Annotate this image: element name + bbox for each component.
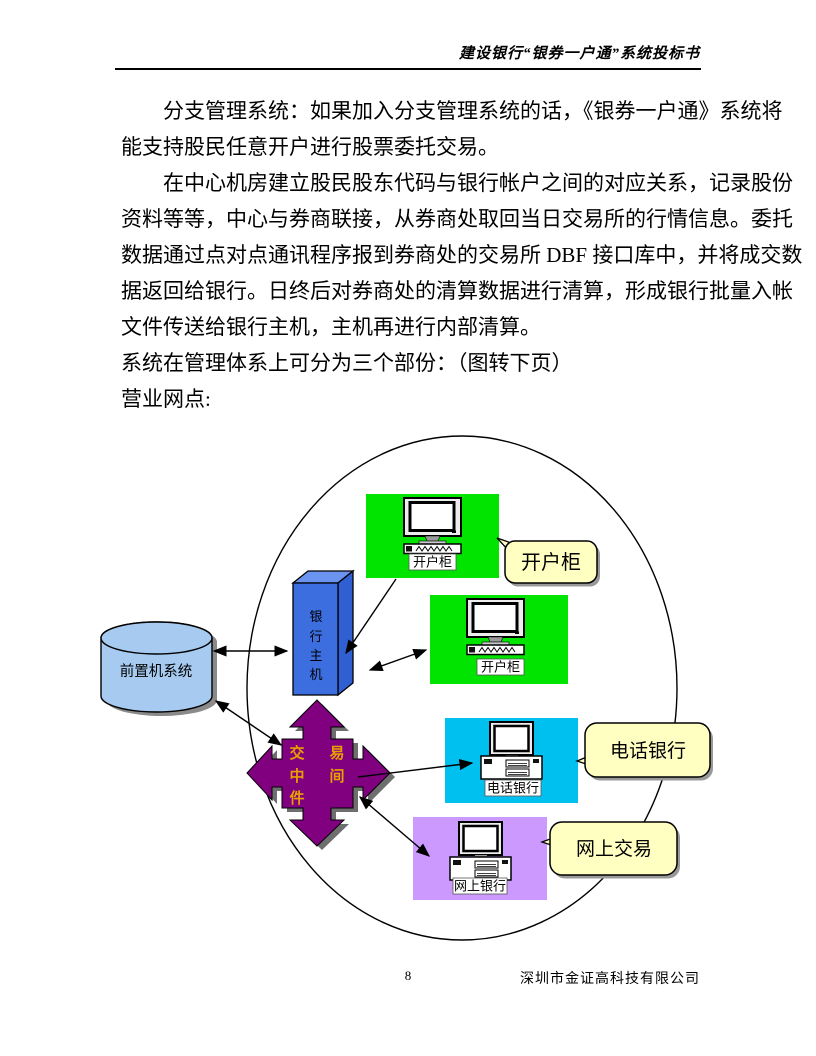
- body-line: 据返回给银行。日终后对券商处的清算数据进行清算，形成银行批量入帐: [121, 279, 793, 303]
- arrow-middleware-netbank: [358, 796, 431, 857]
- phone-bank-label-box: [484, 779, 542, 797]
- middleware-char: 件: [289, 789, 304, 807]
- bank-host-char: 机: [309, 667, 322, 682]
- callout-net-trading-label: 网上交易: [576, 838, 652, 860]
- front-system-label: 前置机系统: [120, 663, 193, 680]
- header-rule: [115, 68, 701, 70]
- arrow-counter1-bankhost: [345, 578, 397, 655]
- page-number: 8: [404, 968, 412, 983]
- phone-bank-label: 电话银行: [487, 781, 539, 796]
- header-title: 建设银行“银券一户通”系统投标书: [458, 46, 700, 62]
- arrow-middleware-phonebank: [357, 758, 474, 778]
- arrow-frontsystem-middleware: [214, 700, 283, 746]
- arrow-bankhost-counter2: [368, 648, 428, 672]
- bank-host-char: 行: [309, 629, 322, 644]
- desktop-computer-icon: 开户柜: [466, 598, 525, 676]
- footer-company: 深圳市金证高科技有限公司: [520, 972, 700, 987]
- desktop-computer-icon: 电话银行: [480, 721, 543, 797]
- callout-phone-bank-label: 电话银行: [610, 740, 686, 762]
- body-text: 分支管理系统：如果加入分支管理系统的话，《银券一户通》系统将 能支持股民任意开户…: [121, 93, 803, 417]
- bank-host-char: 主: [309, 648, 322, 663]
- desktop-computer-icon: 网上银行: [449, 821, 512, 895]
- net-bank-label-box: [452, 877, 508, 895]
- counter1-label-box: [408, 553, 457, 571]
- middleware-char: 交: [289, 744, 304, 762]
- middleware-cross-arrows: 交 易 中 间 件: [246, 699, 395, 850]
- branch-network-ellipse: [246, 435, 678, 941]
- middleware-char: 中: [289, 767, 304, 785]
- body-line: 数据通过点对点通讯程序报到券商处的交易所 DBF 接口库中，并将成交数: [121, 243, 803, 267]
- body-line: 能支持股民任意开户进行股票委托交易。: [121, 135, 499, 159]
- middleware-char: 易: [329, 745, 344, 762]
- callout-phone-bank: 电话银行: [575, 722, 713, 781]
- body-line: 在中心机房建立股民股东代码与银行帐户之间的对应关系，记录股份: [163, 171, 793, 195]
- counter2-label-box: [476, 658, 525, 676]
- callout-net-trading: 网上交易: [540, 821, 680, 879]
- body-line: 资料等等，中心与券商联接，从券商处取回当日交易所的行情信息。委托: [121, 207, 793, 231]
- bank-host-box: 银 行 主 机: [291, 569, 355, 697]
- front-system-cylinder: 前置机系统: [100, 621, 217, 716]
- desktop-computer-icon: 开户柜: [403, 497, 462, 571]
- body-line: 分支管理系统：如果加入分支管理系统的话，《银券一户通》系统将: [163, 99, 783, 123]
- middleware-char: 间: [329, 767, 344, 785]
- body-line: 系统在管理体系上可分为三个部份：（图转下页）: [121, 351, 573, 375]
- system-architecture-diagram: 前置机系统 银 行 主 机 交 易 中 间 件: [100, 435, 713, 941]
- callout-counter: 开户柜: [496, 537, 600, 587]
- counter2-label: 开户柜: [481, 660, 520, 675]
- bank-host-char: 银: [309, 609, 322, 624]
- callout-counter-label: 开户柜: [521, 551, 581, 574]
- counter1-label: 开户柜: [413, 555, 452, 570]
- body-line: 营业网点:: [121, 387, 211, 411]
- net-bank-label: 网上银行: [454, 879, 506, 894]
- body-line: 文件传送给银行主机，主机再进行内部清算。: [121, 315, 541, 339]
